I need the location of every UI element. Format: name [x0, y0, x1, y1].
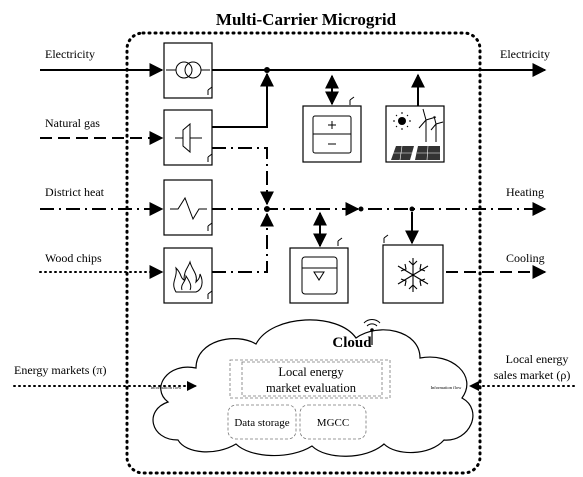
output-cooling-label: Cooling [506, 251, 545, 265]
output-local-sales-label-2: sales market (ρ) [494, 368, 571, 382]
info-flow-right-label: Information flow [431, 385, 463, 390]
market-evaluation-box [229, 359, 391, 399]
info-flow-left-label: Information flow [151, 385, 183, 390]
antenna-icon [363, 319, 381, 345]
battery-icon [302, 96, 362, 163]
data-storage-label: Data storage [234, 417, 289, 429]
mgcc-box [299, 404, 367, 440]
market-evaluation-label-1: Local energy [278, 365, 344, 379]
heat-exchanger-icon [163, 179, 213, 236]
data-storage-box [227, 404, 297, 440]
cloud-title: Cloud [332, 335, 372, 351]
transformer-icon [163, 42, 213, 99]
gas-turbine-icon [163, 109, 213, 166]
input-natural-gas-label: Natural gas [45, 116, 100, 130]
input-electricity-label: Electricity [45, 47, 95, 61]
input-wood-chips-label: Wood chips [45, 251, 102, 265]
mgcc-label: MGCC [317, 417, 349, 429]
input-energy-markets-label: Energy markets (π) [14, 363, 106, 377]
chiller-icon [382, 234, 444, 304]
input-district-heat-label: District heat [45, 185, 105, 199]
pv-wind-icon [385, 105, 445, 163]
market-evaluation-label-2: market evaluation [266, 381, 357, 395]
output-electricity-label: Electricity [500, 47, 550, 61]
output-local-sales-label-1: Local energy [506, 352, 569, 366]
microgrid-boundary [125, 31, 482, 475]
cloud-shape [152, 319, 474, 457]
wood-boiler-icon [163, 247, 213, 304]
diagram-title: Multi-Carrier Microgrid [216, 10, 397, 29]
output-heating-label: Heating [506, 185, 544, 199]
electricity-bus [40, 63, 547, 128]
heat-storage-icon [289, 237, 349, 304]
heating-bus [40, 147, 547, 273]
